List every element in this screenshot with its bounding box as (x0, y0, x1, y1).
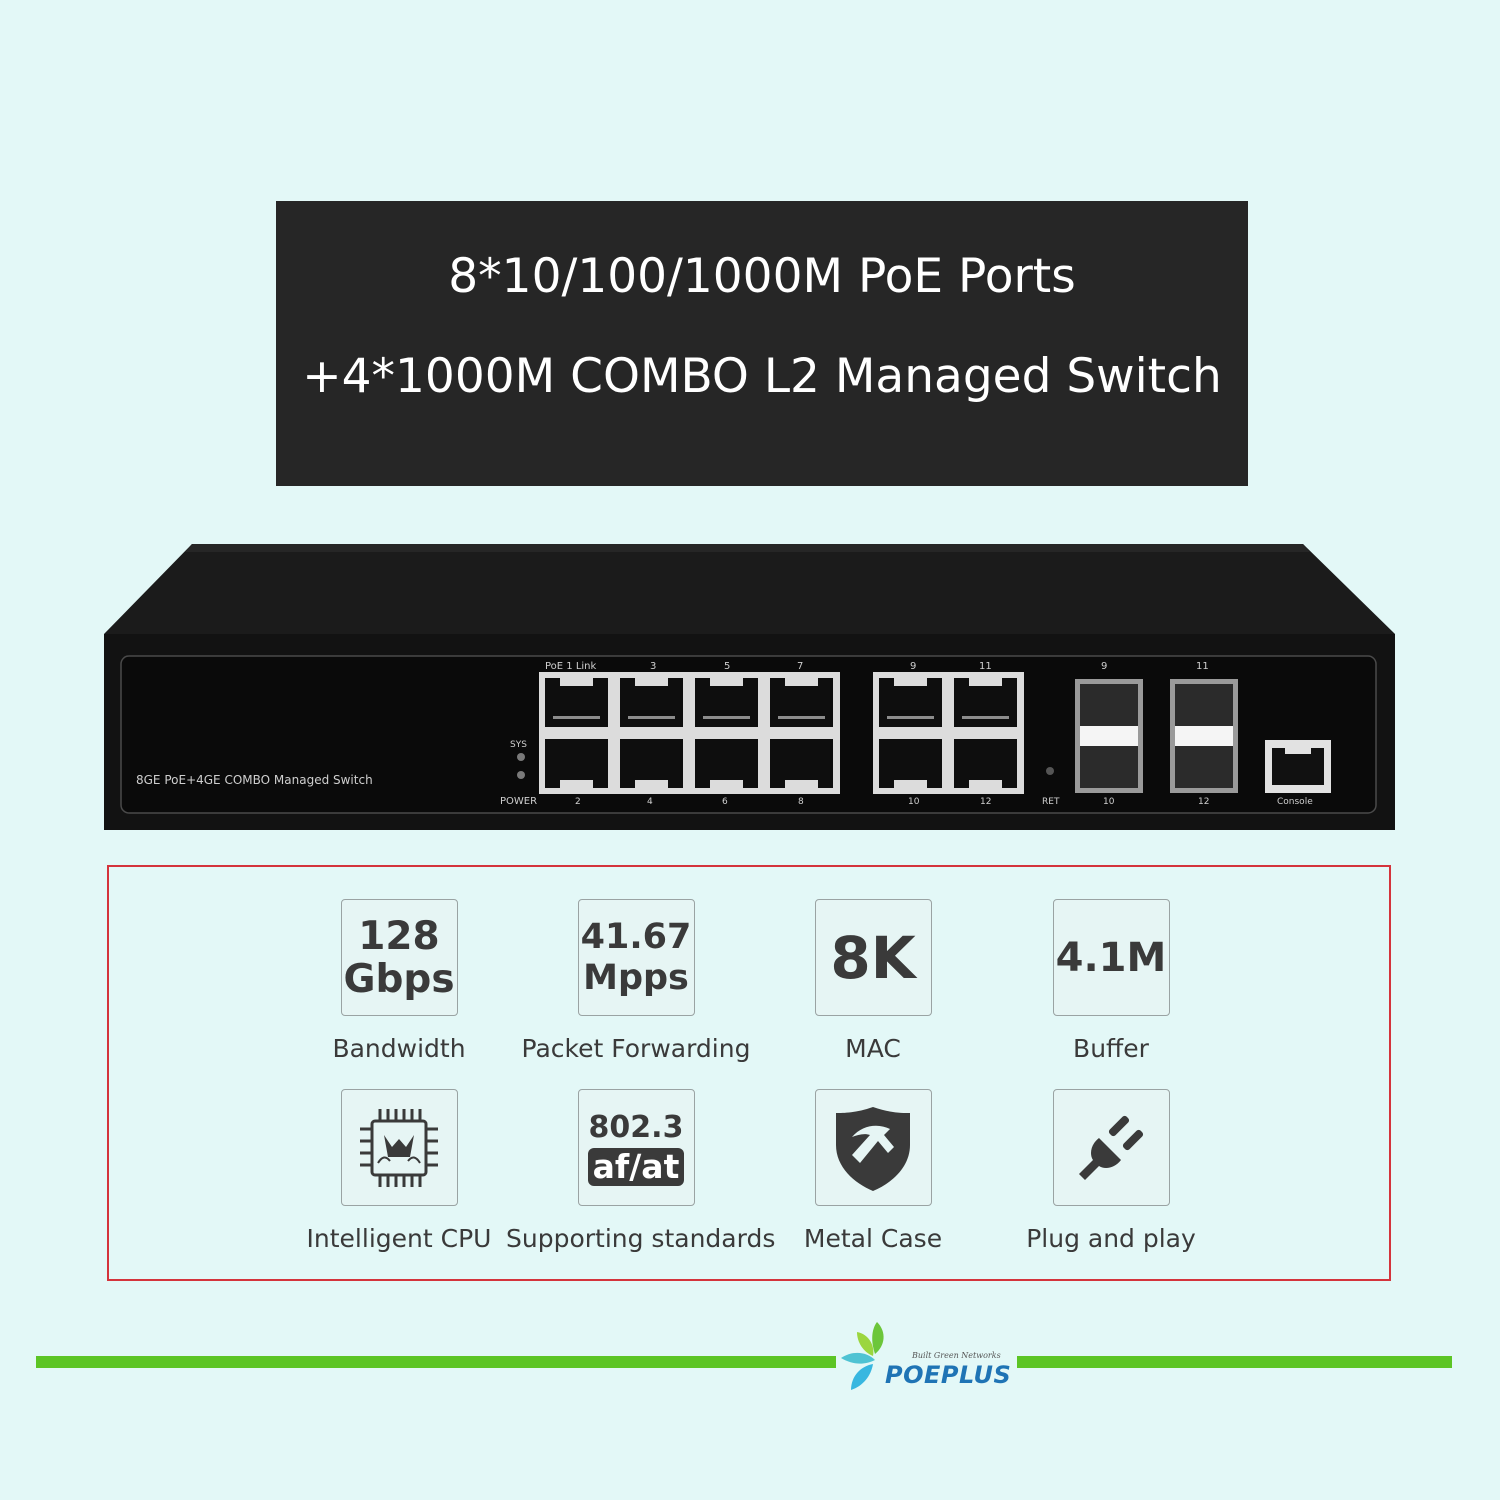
port-number-3: 3 (650, 661, 656, 672)
power-plug-icon (1079, 1115, 1144, 1180)
sfp-number-9: 9 (1101, 661, 1107, 672)
rj45-port-10[interactable] (879, 739, 942, 788)
port-number-5: 5 (724, 661, 730, 672)
poeplus-leaf-logo-icon (841, 1322, 884, 1390)
mac-caption: MAC (845, 1034, 901, 1063)
feature-supporting-standards: 802.3 af/at Supporting standards (506, 1089, 776, 1253)
sfp-number-12: 12 (1198, 797, 1209, 807)
packet-forwarding-caption: Packet Forwarding (521, 1034, 751, 1063)
feature-packet-forwarding: 41.67 Mpps Packet Forwarding (506, 899, 766, 1063)
sfp-number-11: 11 (1196, 661, 1209, 672)
cpu-chip-icon (360, 1108, 438, 1187)
sys-label: SYS (510, 740, 527, 750)
intelligent-cpu-tile (340, 1089, 458, 1206)
buffer-caption: Buffer (1073, 1034, 1149, 1063)
bandwidth-tile: 128 Gbps (340, 899, 458, 1016)
sfp-slot-10[interactable] (1080, 746, 1138, 788)
packet-forwarding-tile: 41.67 Mpps (577, 899, 695, 1016)
console-label: Console (1277, 797, 1313, 807)
port-number-8: 8 (798, 797, 804, 807)
title-line-2: +4*1000M COMBO L2 Managed Switch (302, 349, 1222, 404)
standards-value: 802.3 (588, 1109, 684, 1145)
port-number-9: 9 (910, 661, 916, 672)
rj45-port-4[interactable] (620, 739, 683, 788)
network-switch-illustration: 8GE PoE+4GE COMBO Managed Switch SYS POW… (104, 544, 1395, 830)
feature-mac: 8K MAC (743, 899, 1003, 1063)
sfp-cage-2 (1170, 679, 1238, 793)
sys-led (517, 753, 525, 761)
port-number-11: 11 (979, 661, 992, 672)
shield-hammer-icon (836, 1106, 910, 1191)
footer-line-right (1017, 1356, 1452, 1368)
standards-badge: af/at (587, 1147, 685, 1186)
standards-caption: Supporting standards (506, 1224, 776, 1253)
rj45-port-8[interactable] (770, 739, 833, 788)
switch-top-lid (104, 544, 1395, 634)
feature-buffer: 4.1M Buffer (981, 899, 1241, 1063)
buffer-tile: 4.1M (1052, 899, 1170, 1016)
power-label: POWER (500, 796, 537, 807)
poe-link-label: PoE 1 Link (545, 661, 597, 672)
feature-intelligent-cpu: Intelligent CPU (269, 1089, 529, 1253)
port-number-7: 7 (797, 661, 803, 672)
reset-label: RET (1042, 797, 1060, 807)
buffer-value: 4.1M (1055, 934, 1167, 981)
feature-bandwidth: 128 Gbps Bandwidth (269, 899, 529, 1063)
metal-case-caption: Metal Case (803, 1224, 943, 1253)
sfp-cage-1 (1075, 679, 1143, 793)
model-label: 8GE PoE+4GE COMBO Managed Switch (136, 773, 373, 787)
footer-line-left (36, 1356, 836, 1368)
metal-case-tile (814, 1089, 932, 1206)
port-number-6: 6 (722, 797, 728, 807)
bandwidth-unit: Gbps (343, 956, 455, 1002)
rj45-port-12[interactable] (954, 739, 1017, 788)
feature-metal-case: Metal Case (743, 1089, 1003, 1253)
feature-plug-and-play: Plug and play (981, 1089, 1241, 1253)
features-panel: 128 Gbps Bandwidth 41.67 Mpps Packet For… (107, 865, 1391, 1281)
sfp-slot-12[interactable] (1175, 746, 1233, 788)
port-number-12: 12 (980, 797, 991, 807)
rj45-port-2[interactable] (545, 739, 608, 788)
bandwidth-value: 128 (358, 913, 440, 959)
power-led (517, 771, 525, 779)
port-number-10: 10 (908, 797, 920, 807)
port-number-4: 4 (647, 797, 653, 807)
title-banner: 8*10/100/1000M PoE Ports +4*1000M COMBO … (276, 201, 1248, 486)
bandwidth-caption: Bandwidth (332, 1034, 466, 1063)
packet-forwarding-value: 41.67 (580, 916, 692, 957)
rj45-port-6[interactable] (695, 739, 758, 788)
brand-name: POEPLUS (885, 1361, 1012, 1389)
sfp-slot-11[interactable] (1175, 684, 1233, 726)
mac-value: 8K (830, 923, 916, 992)
packet-forwarding-unit: Mpps (583, 957, 689, 998)
plug-and-play-tile (1052, 1089, 1170, 1206)
brand-tagline: Built Green Networks (912, 1351, 1001, 1360)
port-number-2: 2 (575, 797, 581, 807)
plug-and-play-caption: Plug and play (1026, 1224, 1196, 1253)
title-line-1: 8*10/100/1000M PoE Ports (448, 249, 1076, 304)
sfp-slot-9[interactable] (1080, 684, 1138, 726)
standards-tile: 802.3 af/at (577, 1089, 695, 1206)
sfp-number-10: 10 (1103, 797, 1115, 807)
reset-button[interactable] (1046, 767, 1054, 775)
intelligent-cpu-caption: Intelligent CPU (306, 1224, 492, 1253)
mac-tile: 8K (814, 899, 932, 1016)
